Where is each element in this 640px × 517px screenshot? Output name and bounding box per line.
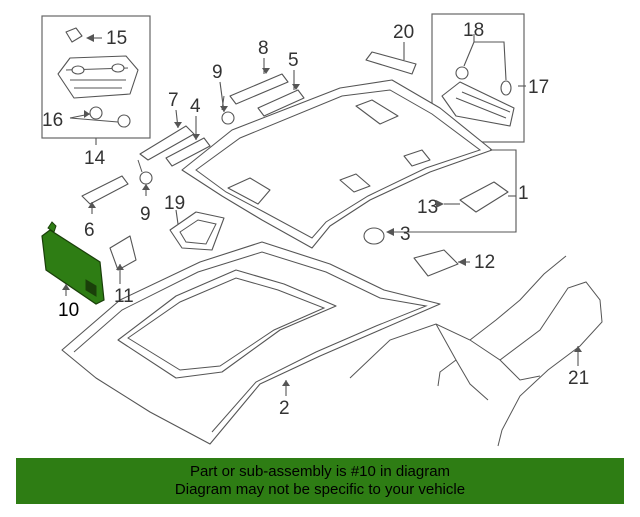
callout-21: 21 (568, 368, 589, 389)
callout-3: 3 (400, 224, 411, 245)
callout-4: 4 (190, 96, 201, 117)
callout-1: 1 (518, 183, 529, 204)
callout-19: 19 (164, 193, 185, 214)
map-lamp-assembly (441, 81, 515, 127)
headliner-upper (181, 79, 493, 249)
callout-14: 14 (84, 148, 106, 169)
banner-line-2: Diagram may not be specific to your vehi… (174, 481, 466, 498)
callout-8: 8 (258, 38, 269, 59)
callout-15: 15 (106, 28, 127, 49)
callout-17: 17 (528, 77, 549, 98)
callout-12: 12 (474, 252, 495, 273)
screw-9-lower (137, 159, 153, 185)
callout-16: 16 (42, 110, 63, 131)
pad-20 (365, 51, 417, 75)
callout-5: 5 (288, 50, 299, 71)
callout-11: 11 (114, 286, 134, 307)
headliner-lower (61, 241, 441, 445)
arrowheads (62, 34, 582, 386)
callout-2: 2 (279, 398, 290, 419)
info-banner: Part or sub-assembly is #10 in diagram D… (16, 458, 624, 504)
cap-4 (165, 137, 211, 167)
callout-9-lower: 9 (140, 204, 151, 225)
wiring-harness-21 (349, 255, 603, 447)
cover-12 (413, 249, 459, 277)
bracket-5 (257, 89, 305, 117)
holder-6 (81, 175, 129, 205)
clip-3 (363, 227, 385, 245)
banner-line-1: Part or sub-assembly is #10 in diagram (189, 463, 451, 480)
lamp-13 (459, 181, 509, 213)
bulb-18 (455, 66, 512, 96)
callout-13: 13 (417, 197, 438, 218)
callout-9-upper: 9 (212, 62, 223, 83)
bulb-16 (89, 106, 131, 128)
callout-18: 18 (463, 20, 484, 41)
callout-10: 10 (58, 300, 79, 321)
sun-visor-10 (41, 221, 105, 305)
pad-19 (169, 211, 225, 251)
callout-7: 7 (168, 90, 179, 111)
dome-lamp-assembly (57, 55, 139, 99)
clip-15 (65, 27, 83, 43)
clip-11 (109, 235, 137, 271)
callout-20: 20 (393, 22, 414, 43)
callout-6: 6 (84, 220, 95, 241)
bracket-8 (229, 73, 289, 105)
